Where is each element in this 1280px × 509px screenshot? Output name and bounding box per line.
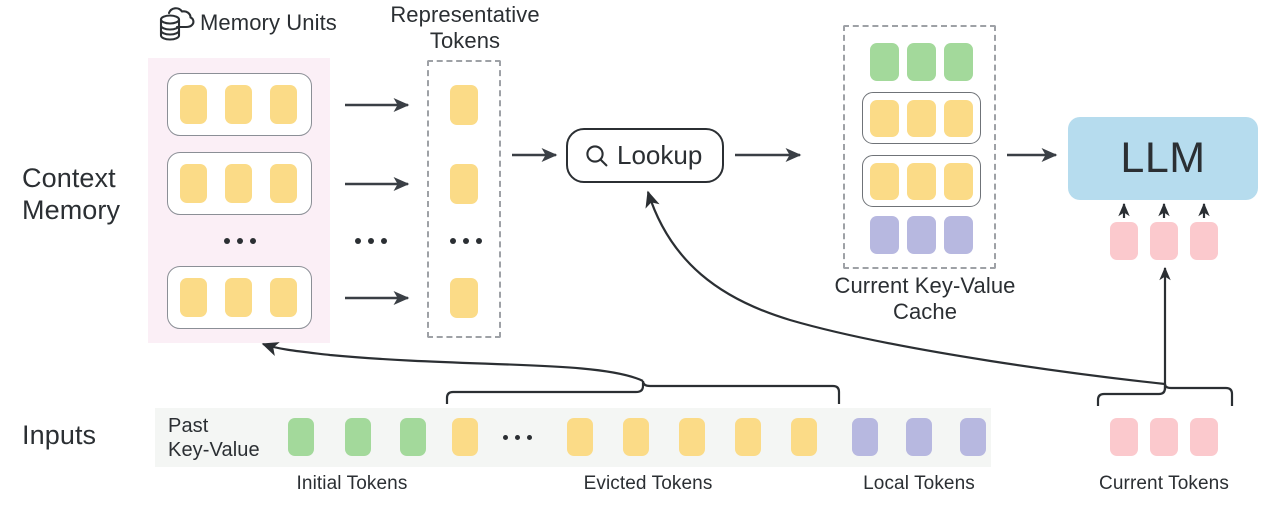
input-token-evicted (623, 418, 649, 456)
memory-unit-token (270, 85, 297, 124)
past-key-value-label: Past Key-Value (168, 415, 260, 462)
search-icon (584, 143, 610, 169)
input-token-local (852, 418, 878, 456)
memory-unit-token (225, 278, 252, 317)
input-token-local (960, 418, 986, 456)
representative-token (450, 85, 478, 125)
llm-input-token (1150, 222, 1178, 260)
input-token-evicted (567, 418, 593, 456)
heading-current-kv-cache: Current Key-Value Cache (834, 273, 1016, 324)
brace-current-tokens (1096, 383, 1234, 406)
input-tokens-ellipsis (503, 435, 532, 440)
kv-cache-token (944, 163, 973, 200)
representative-tokens-container (427, 60, 501, 338)
heading-memory-units: Memory Units (200, 10, 337, 35)
llm-box[interactable]: LLM (1068, 117, 1258, 200)
kv-cache-token (870, 163, 899, 200)
kv-cache-token (870, 43, 899, 81)
input-token-initial (345, 418, 371, 456)
kv-cache-token (907, 216, 936, 254)
kv-cache-token (944, 43, 973, 81)
caption-evicted-tokens: Evicted Tokens (583, 473, 713, 494)
representative-token (450, 278, 478, 318)
row-title-inputs: Inputs (22, 420, 97, 450)
input-token-initial (288, 418, 314, 456)
memory-units-ellipsis (224, 238, 256, 244)
memory-unit-token (225, 85, 252, 124)
lookup-box[interactable]: Lookup (566, 128, 724, 183)
kv-cache-token (907, 43, 936, 81)
cloud-database-icon (156, 4, 200, 46)
kv-cache-token (870, 100, 899, 137)
input-token-evicted (791, 418, 817, 456)
input-token-initial (400, 418, 426, 456)
input-token-evicted (679, 418, 705, 456)
memory-unit-token (180, 164, 207, 203)
memory-unit-token (270, 278, 297, 317)
arrow-evicted-to-memory (261, 342, 644, 382)
representative-tokens-ellipsis (450, 238, 482, 244)
caption-local-tokens: Local Tokens (863, 473, 975, 494)
kv-cache-token (870, 216, 899, 254)
memory-unit-token (225, 164, 252, 203)
row-title-context-memory: Context Memory (22, 163, 121, 225)
input-token-evicted (735, 418, 761, 456)
llm-input-token (1190, 222, 1218, 260)
llm-input-token (1110, 222, 1138, 260)
heading-representative-tokens: Representative Tokens (390, 2, 540, 53)
kv-cache-token (907, 100, 936, 137)
memory-unit-token (180, 278, 207, 317)
input-token-current (1150, 418, 1178, 456)
lookup-label: Lookup (617, 140, 703, 170)
memory-unit-token (180, 85, 207, 124)
kv-cache-token (907, 163, 936, 200)
input-token-local (906, 418, 932, 456)
input-token-current (1190, 418, 1218, 456)
memory-unit-token (270, 164, 297, 203)
kv-cache-token (944, 216, 973, 254)
brace-evicted-tokens (445, 380, 841, 404)
representative-token (450, 164, 478, 204)
input-token-evicted (452, 418, 478, 456)
caption-current-tokens: Current Tokens (1099, 473, 1229, 494)
kv-cache-token (944, 100, 973, 137)
unit-arrows-ellipsis (355, 238, 387, 244)
input-token-current (1110, 418, 1138, 456)
caption-initial-tokens: Initial Tokens (296, 473, 408, 494)
